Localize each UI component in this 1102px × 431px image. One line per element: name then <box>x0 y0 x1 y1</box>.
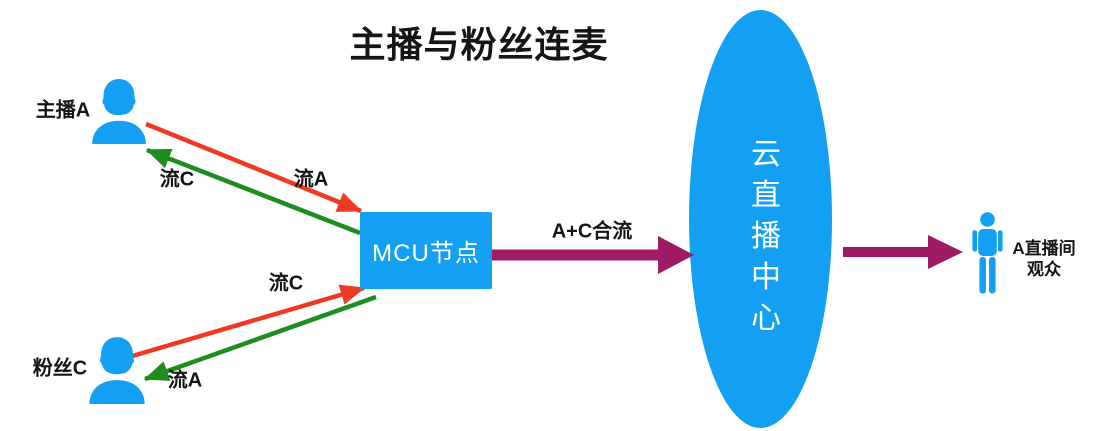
audience-label-line1: A直播间 <box>1012 239 1076 258</box>
arrow-cloud-to-audience <box>843 235 963 269</box>
flow-label-host-to-mcu: 流A <box>293 168 329 191</box>
audience-label: A直播间 观众 <box>1008 238 1080 280</box>
audience-label-line2: 观众 <box>1027 260 1061 279</box>
fan-c-label: 粉丝C <box>32 357 88 380</box>
person-standing-icon <box>972 212 1003 294</box>
flow-label-mcu-to-host: 流C <box>159 168 195 191</box>
cloud-live-center-label: 云直播中心 <box>746 137 779 343</box>
cloud-live-center-node <box>689 10 832 428</box>
user-bust-icon <box>89 337 145 404</box>
host-a-label: 主播A <box>35 99 91 122</box>
mcu-node: MCU节点 <box>360 212 492 289</box>
mcu-node-label: MCU节点 <box>372 240 480 267</box>
flow-label-merged-stream: A+C合流 <box>551 220 633 243</box>
arrow-fan-to-mcu <box>128 284 366 360</box>
diagram-title: 主播与粉丝连麦 <box>349 24 609 65</box>
user-bust-icon <box>92 79 146 144</box>
flow-label-mcu-to-fan: 流A <box>167 369 203 392</box>
flow-label-fan-to-mcu: 流C <box>268 272 304 295</box>
